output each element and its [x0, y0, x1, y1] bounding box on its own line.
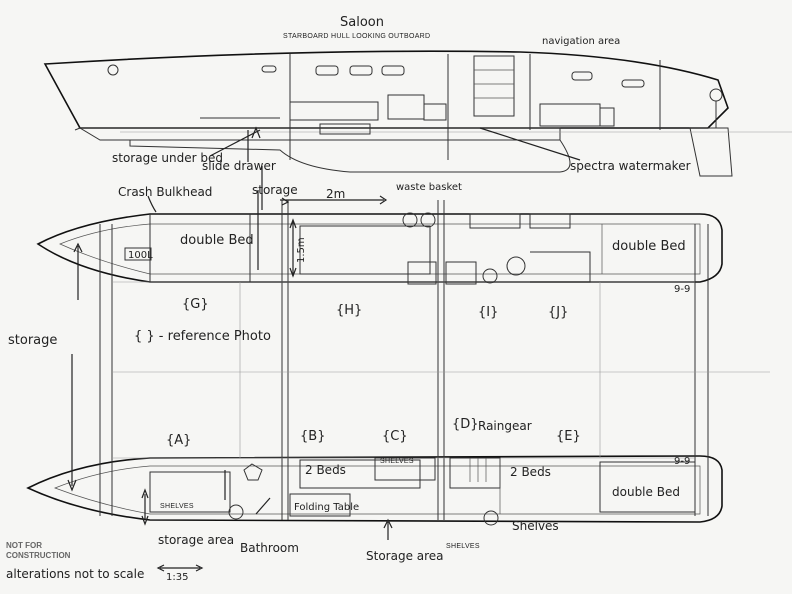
- text-layer: Saloon STARBOARD HULL LOOKING OUTBOARD n…: [6, 15, 691, 583]
- pen-annotations: [67, 126, 581, 572]
- grid-ref-top: 9-9: [674, 284, 690, 295]
- bathroom-label: Bathroom: [240, 541, 299, 555]
- double-bed-bottom-label: double Bed: [612, 485, 680, 499]
- grid-ref-bottom: 9-9: [674, 456, 690, 467]
- zone-a: {A}: [166, 433, 191, 448]
- scale-note-label: alterations not to scale: [6, 567, 144, 581]
- plan-view: [26, 200, 770, 526]
- slide-drawer-label: slide drawer: [202, 159, 276, 173]
- zone-e: {E}: [556, 429, 581, 444]
- dimension-2m-label: 2m: [326, 187, 345, 201]
- folding-table-label: Folding Table: [294, 502, 359, 513]
- storage-area-left-label: storage area: [158, 533, 234, 547]
- zone-g: {G}: [182, 297, 209, 312]
- crash-bulkhead-label: Crash Bulkhead: [118, 185, 212, 199]
- stamp-line-2: CONSTRUCTION: [6, 551, 71, 560]
- hundred-liter-label: 100L: [128, 250, 153, 261]
- reference-photo-label: { } - reference Photo: [134, 329, 271, 344]
- double-bed-left-label: double Bed: [180, 233, 254, 248]
- waste-basket-label: waste basket: [396, 182, 462, 193]
- zone-i: {I}: [478, 305, 498, 320]
- navigation-area-label: navigation area: [542, 36, 620, 47]
- storage-under-bed-label: storage under bed: [112, 151, 223, 165]
- storage-left-label: storage: [8, 333, 57, 348]
- shelves-right-label: Shelves: [512, 519, 559, 533]
- shelves-left-label: SHELVES: [160, 503, 194, 510]
- raingear-label: Raingear: [478, 419, 532, 433]
- zone-j: {J}: [548, 305, 568, 320]
- profile-subtitle: STARBOARD HULL LOOKING OUTBOARD: [283, 33, 430, 40]
- spectra-watermaker-label: spectra watermaker: [570, 159, 691, 173]
- storage-top-label: storage: [252, 183, 298, 197]
- scale-label: 1:35: [166, 572, 188, 583]
- zone-d: {D}: [452, 417, 479, 432]
- saloon-title: Saloon: [340, 15, 384, 30]
- zone-b: {B}: [300, 429, 325, 444]
- zone-c: {C}: [382, 429, 408, 444]
- dimension-1-5m-label: 1.5m: [296, 237, 307, 263]
- storage-area-mid-label: Storage area: [366, 549, 444, 563]
- shelves-c-label: SHELVES: [380, 458, 414, 465]
- double-bed-right-label: double Bed: [612, 239, 686, 254]
- two-beds-right-label: 2 Beds: [510, 465, 551, 479]
- shelves-bottom-label: SHELVES: [446, 543, 480, 550]
- two-beds-left-label: 2 Beds: [305, 463, 346, 477]
- zone-h: {H}: [336, 303, 362, 318]
- profile-view: [43, 50, 792, 177]
- stamp-line-1: NOT FOR: [6, 541, 42, 550]
